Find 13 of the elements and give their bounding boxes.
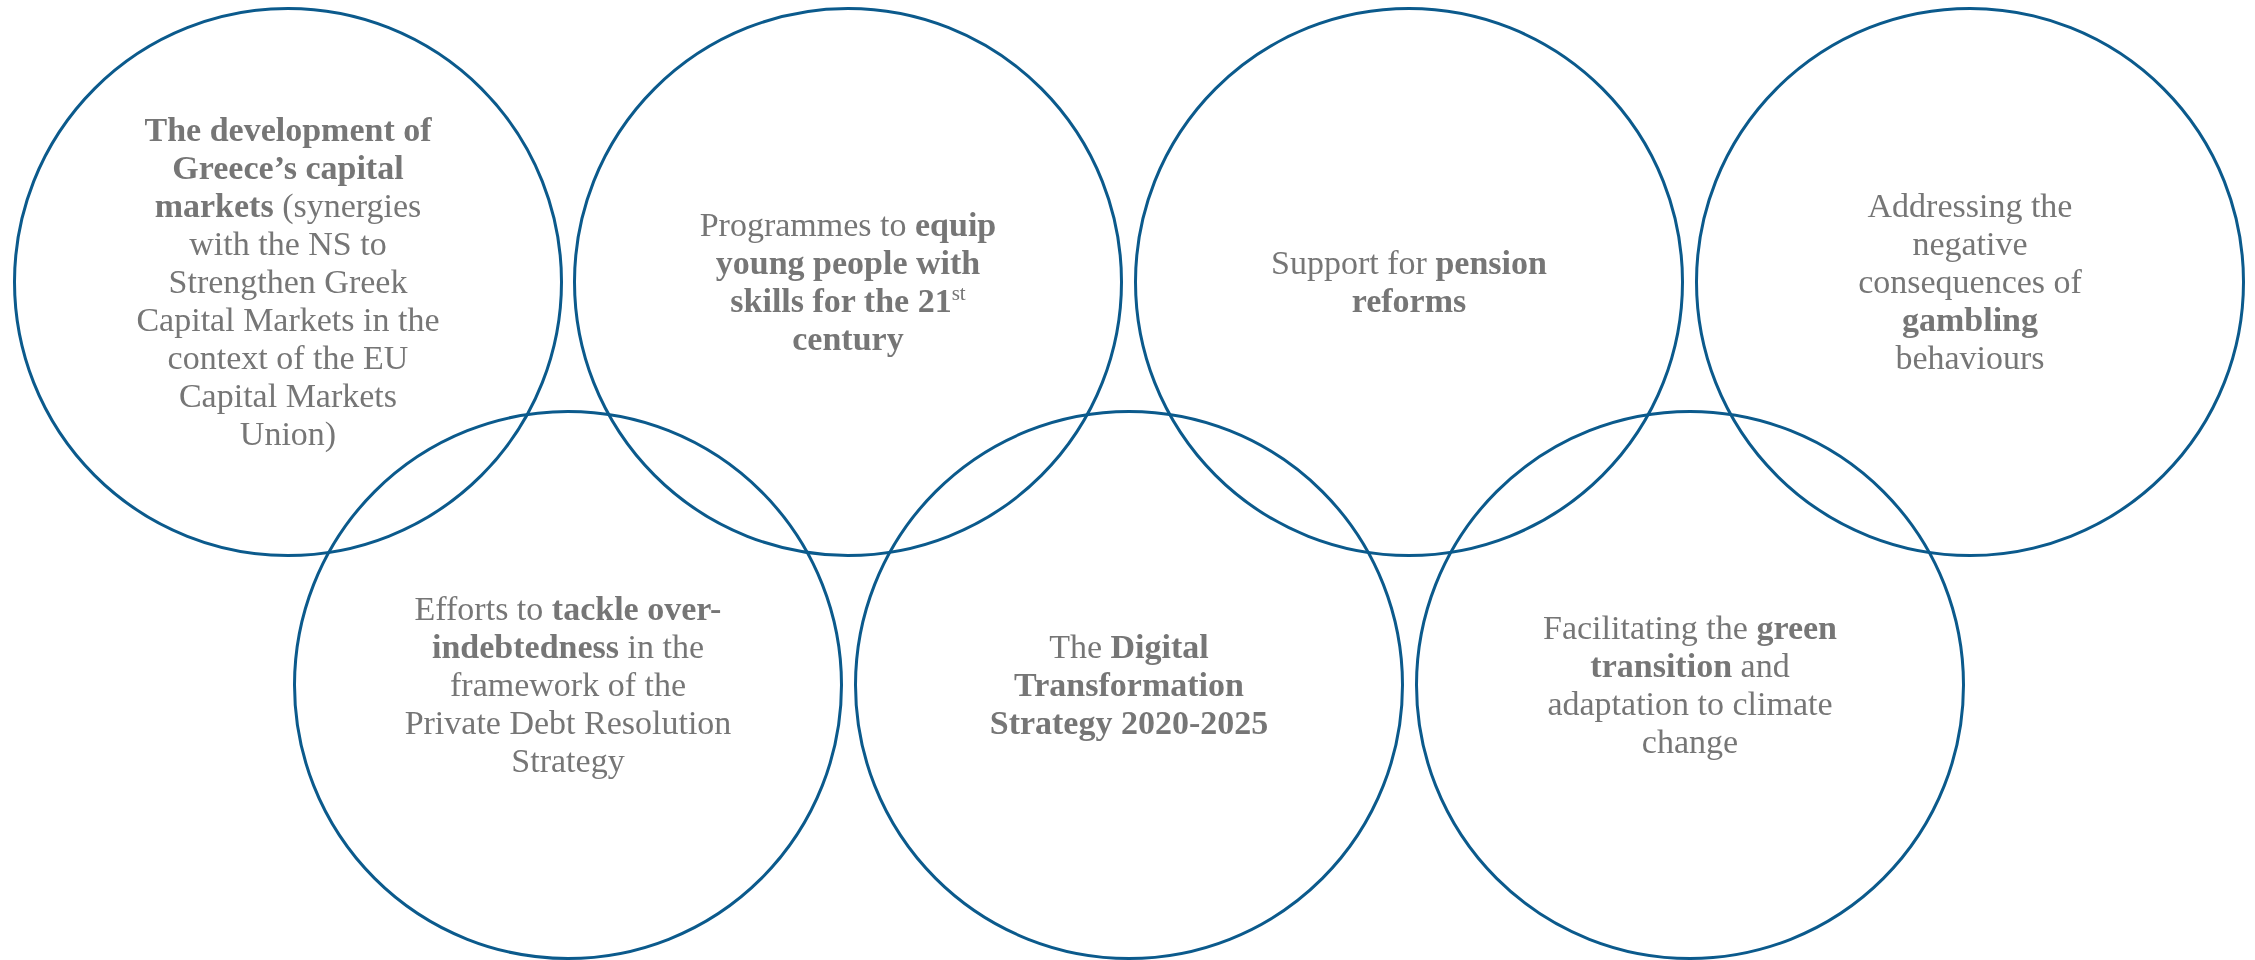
- topic-text: Programmes to equip young people with skills for the 21$^{st}$ century: [698, 205, 998, 359]
- topic-text: Support for pension reforms: [1270, 243, 1548, 321]
- topic-text: Addressing the negative consequences of gambling behaviours: [1857, 186, 2083, 378]
- topic-text: Facilitating the green transition and adaptation to climate change: [1542, 608, 1838, 762]
- topic-circle: [1134, 7, 1684, 557]
- topic-circle: [1415, 410, 1965, 960]
- topic-text: The Digital Transformation Strategy 2020-2025: [988, 627, 1270, 743]
- topic-text: The development of Greece’s capital markets (synergies with the NS to Strengthen Greek Capital Markets in the context of the EU Capital Markets Union): [135, 110, 441, 454]
- topic-circle: [1695, 7, 2245, 557]
- topic-circle: [573, 7, 1123, 557]
- topic-circle: [13, 7, 563, 557]
- topic-text: Efforts to tackle over-indebtedness in the framework of the Private Debt Resolution Strategy: [403, 589, 733, 781]
- topic-circle: [854, 410, 1404, 960]
